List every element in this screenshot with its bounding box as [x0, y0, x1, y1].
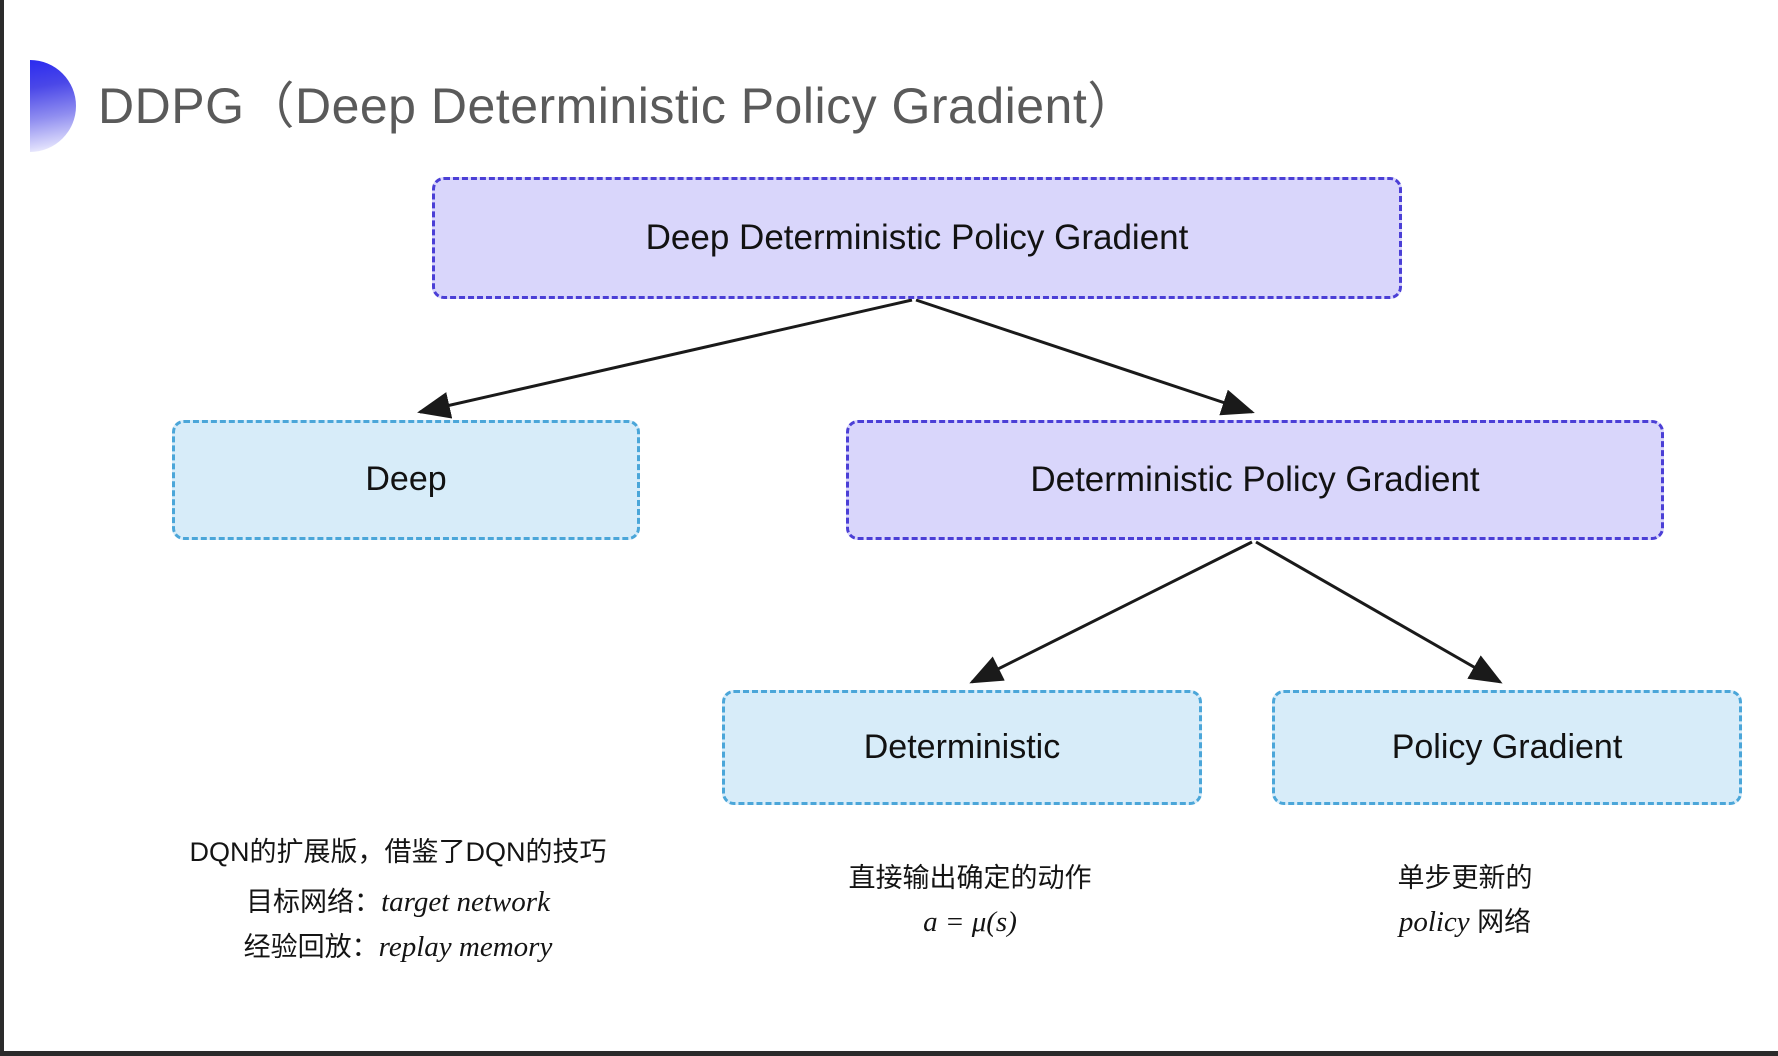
annotation-policy-gradient-math: policy: [1398, 905, 1470, 938]
annotation-deep-line-1: DQN的扩展版，借鉴了DQN的技巧: [189, 837, 607, 867]
slide-frame-left-edge: [0, 0, 4, 1056]
annotation-deep-line-3-label: 经验回放：: [243, 931, 379, 962]
page-title-text: DDPG（Deep Deterministic Policy Gradient）: [98, 78, 1138, 134]
node-deep-deterministic-policy-gradient[interactable]: Deep Deterministic Policy Gradient: [432, 177, 1402, 299]
annotation-deterministic-line-2: a = μ(s): [760, 900, 1180, 945]
annotation-deterministic: 直接输出确定的动作 a = μ(s): [760, 858, 1180, 945]
node-label: Deep: [365, 460, 447, 499]
annotation-deep-line-3-math: replay memory: [378, 930, 553, 963]
annotation-deep-line-3: 经验回放：replay memory: [118, 925, 678, 970]
node-label: Deterministic: [863, 727, 1061, 766]
edge-dpg-to-policy-gradient: [1255, 540, 1503, 684]
slide-frame-bottom-edge: [0, 1051, 1778, 1056]
node-policy-gradient[interactable]: Policy Gradient: [1272, 690, 1742, 805]
annotation-policy-gradient: 单步更新的 policy 网络: [1290, 858, 1640, 945]
gradient-half-circle-bullet-icon: [30, 60, 76, 152]
annotation-deterministic-line-1: 直接输出确定的动作: [848, 863, 1092, 893]
node-label: Policy Gradient: [1391, 727, 1623, 766]
annotation-deep-line-2: 目标网络：target network: [118, 880, 678, 925]
node-label: Deterministic Policy Gradient: [1030, 459, 1480, 499]
edge-root-to-dpg: [915, 298, 1255, 416]
annotation-policy-gradient-line-1: 单步更新的: [1397, 863, 1533, 893]
node-deterministic[interactable]: Deterministic: [722, 690, 1202, 805]
annotation-deterministic-formula: a = μ(s): [923, 905, 1017, 938]
annotation-deep-line-2-label: 目标网络：: [246, 886, 382, 917]
page-title: DDPG（Deep Deterministic Policy Gradient）: [30, 58, 1138, 154]
annotation-deep: DQN的扩展版，借鉴了DQN的技巧 目标网络：target network 经验…: [118, 832, 678, 970]
node-label: Deep Deterministic Policy Gradient: [645, 217, 1189, 257]
annotation-policy-gradient-suffix: 网络: [1469, 906, 1532, 937]
annotation-policy-gradient-line-2: policy 网络: [1290, 900, 1640, 945]
edge-dpg-to-deterministic: [969, 540, 1253, 684]
edge-root-to-deep: [417, 298, 913, 419]
node-deterministic-policy-gradient[interactable]: Deterministic Policy Gradient: [846, 420, 1664, 540]
annotation-deep-line-2-math: target network: [381, 885, 550, 918]
node-deep[interactable]: Deep: [172, 420, 640, 540]
